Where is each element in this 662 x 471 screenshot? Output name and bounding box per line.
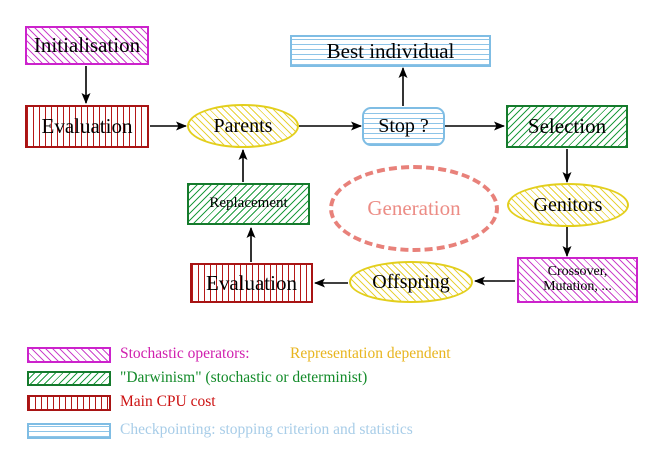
legend-label-representation-dependent: Representation dependent [290,345,451,362]
node-parents-label: Parents [213,114,273,137]
node-generation-label: Generation [367,196,461,220]
legend-swatch-checkpointing [27,423,111,439]
node-best-individual-label: Best individual [326,38,455,63]
legend-label-checkpointing: Checkpointing: stopping criterion and st… [120,421,413,438]
node-stop-label: Stop ? [378,115,429,137]
node-genitors[interactable]: Genitors [507,183,629,227]
legend-label-stochastic-operators: Stochastic operators: [120,345,250,362]
node-crossover-mutation[interactable]: Crossover, Mutation, ... [517,257,638,303]
node-evaluation-bottom-label: Evaluation [206,270,297,295]
legend-swatch-stochastic-operators [27,347,111,363]
node-selection-label: Selection [527,114,607,139]
node-stop[interactable]: Stop ? [362,107,445,146]
node-evaluation-top-label: Evaluation [41,114,133,139]
node-parents[interactable]: Parents [187,104,299,148]
legend-swatch-darwinism [27,371,111,386]
legend-label-main-cpu-cost: Main CPU cost [120,393,216,410]
node-offspring[interactable]: Offspring [349,261,473,303]
node-crossover-label-line1: Crossover, [547,264,608,280]
legend-label-darwinism: "Darwinism" (stochastic or determinist) [120,369,368,386]
node-selection[interactable]: Selection [506,105,628,148]
node-genitors-label: Genitors [533,193,603,216]
node-evaluation-bottom[interactable]: Evaluation [190,263,313,303]
node-replacement[interactable]: Replacement [187,183,310,225]
node-best-individual[interactable]: Best individual [290,35,491,67]
node-replacement-label: Replacement [209,195,288,212]
node-offspring-label: Offspring [372,270,450,293]
node-crossover-label-line2: Mutation, ... [543,279,612,294]
node-generation-boundary: Generation [329,165,499,252]
legend-swatch-main-cpu-cost [27,395,111,411]
node-initialisation[interactable]: Initialisation [25,26,149,65]
node-initialisation-label: Initialisation [33,33,141,58]
node-evaluation-top[interactable]: Evaluation [25,105,149,148]
